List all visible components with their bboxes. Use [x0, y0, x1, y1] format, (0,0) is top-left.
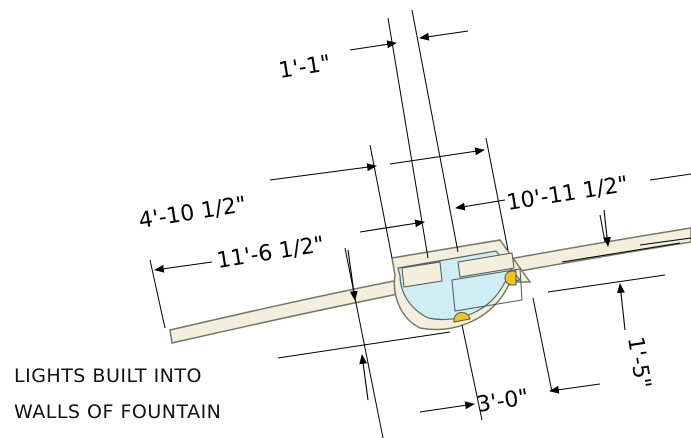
note-line-1: LIGHTS BUILT INTO — [14, 365, 202, 387]
dim-line-11-6 — [154, 261, 213, 273]
dim-line-11-6 — [359, 219, 425, 233]
extension-line — [599, 214, 606, 243]
extension-line — [561, 242, 681, 263]
extension-line — [639, 237, 691, 246]
dimension-text-10-11: 10'-11 1/2" — [505, 172, 630, 216]
dim-line-4-10 — [269, 163, 377, 181]
dim-line-1-1 — [349, 40, 397, 51]
dim-line-3-0 — [419, 401, 475, 413]
dim-line-1-5 — [603, 209, 611, 247]
dimension-text-4-10: 4'-10 1/2" — [137, 192, 248, 234]
dimension-text-11-6: 11'-6 1/2" — [215, 232, 326, 274]
fountain-inner-wall — [401, 261, 443, 288]
extension-line — [344, 247, 384, 438]
note-line-2: WALLS OF FOUNTAIN — [14, 401, 221, 423]
extension-line — [532, 297, 553, 393]
fountain-inner-wall — [451, 268, 523, 312]
dim-line-4-10 — [389, 147, 485, 165]
dim-line-10-11 — [649, 173, 691, 181]
extension-line — [547, 274, 666, 293]
dimension-text-1-1: 1'-1" — [277, 51, 332, 84]
light-fixture-icon — [504, 270, 517, 286]
dim-line-11-6-v — [359, 354, 369, 401]
extension-line — [411, 9, 459, 253]
extension-line — [485, 137, 509, 251]
dim-line-10-11 — [455, 199, 506, 211]
dimension-text-3-0: 3'-0" — [475, 385, 530, 418]
dim-line-1-1 — [419, 30, 469, 41]
fountain-inner-wall — [457, 252, 515, 278]
dim-line-3-0 — [549, 383, 601, 394]
dimension-text-1-5: 1'-5" — [622, 335, 655, 390]
extension-line — [387, 17, 429, 259]
extension-line — [461, 324, 483, 421]
light-fixture-icon — [453, 311, 471, 323]
dim-line-11-6-v — [347, 249, 358, 301]
extension-line — [369, 144, 393, 259]
dim-line-1-5 — [617, 283, 626, 331]
extension-line — [149, 259, 166, 329]
leader-line — [277, 331, 451, 359]
